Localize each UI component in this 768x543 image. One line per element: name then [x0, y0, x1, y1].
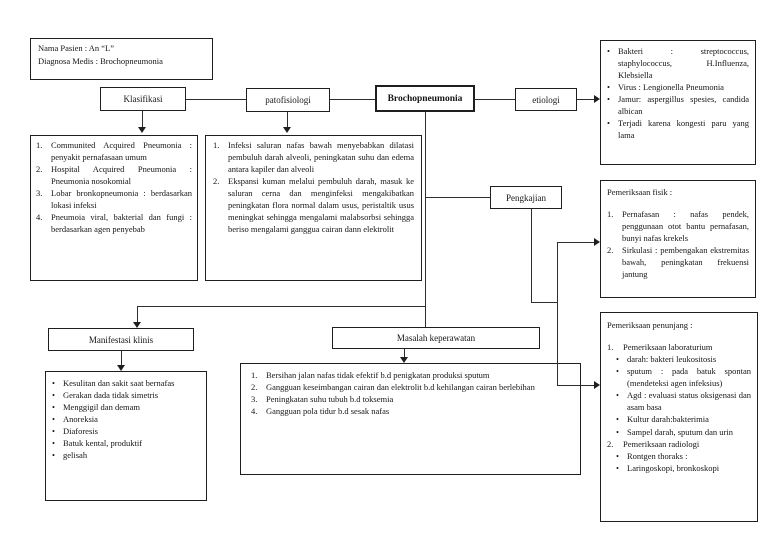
connector-manifestasi-down [137, 306, 138, 322]
connector-main-down [425, 112, 426, 327]
list-item: 1.Bersihan jalan nafas tidak efektif b.d… [251, 370, 490, 380]
arrowhead-manifestasi-detail-icon [117, 365, 125, 371]
node-patofisiologi-label: patofisiologi [265, 95, 311, 105]
klasifikasi-detail-box: 1.Communited Acquired Pneumonia : penyak… [30, 135, 198, 281]
list-item: •Diaforesis [52, 426, 98, 437]
list-item: •sputum : pada batuk spontan (mendeteksi… [616, 366, 751, 389]
list-item: •Kultur darah:bakterimia [616, 414, 709, 425]
node-pengkajian: Pengkajian [490, 186, 562, 209]
arrowhead-fisik-icon [594, 238, 600, 246]
penunjang-section-2-list: •Rontgen thoraks :•Laringoskopi, bronkos… [616, 450, 751, 474]
list-item: 3.Peningkatan suhu tubuh b.d toksemia [251, 394, 394, 405]
arrowhead-manifestasi-icon [133, 322, 141, 328]
connector-klasifikasi-patofisiologi [186, 99, 246, 100]
penunjang-section-2: 2. Pemeriksaan radiologi [607, 438, 751, 450]
list-item: •Virus : Lengionella Pneumonia [607, 82, 724, 93]
list-item: •Bakteri : streptococcus, staphylococcus… [607, 46, 749, 81]
node-masalah-label: Masalah keperawatan [396, 333, 476, 343]
connector-klasifikasi-down [142, 111, 143, 127]
penunjang-section-1-list: •darah: bakteri leukositosis•sputum : pa… [616, 353, 751, 437]
list-item: •Batuk kental, produktif [52, 438, 143, 449]
penunjang-section-1-label: Pemeriksaan laboraturium [623, 342, 713, 353]
list-item: •Jamur: aspergillus spesies, candida alb… [607, 94, 749, 117]
arrowhead-klasifikasi-icon [138, 127, 146, 133]
connector-main-pengkajian [425, 197, 490, 198]
patient-diagnosis: Diagnosa Medis : Brochopneumonia [38, 55, 163, 66]
connector-right-vertical [557, 242, 558, 385]
list-item: •Agd : evaluasi status oksigenasi dan as… [616, 390, 751, 413]
list-item: 1.Communited Acquired Pneumonia : penyak… [36, 140, 192, 163]
node-etiologi: etiologi [515, 88, 577, 111]
arrowhead-penunjang-icon [594, 381, 600, 389]
node-manifestasi: Manifestasi klinis [48, 328, 194, 351]
node-klasifikasi-label: Klasifikasi [123, 94, 163, 104]
penunjang-section-2-label: Pemeriksaan radiologi [623, 438, 700, 449]
list-item: •Laringoskopi, bronkoskopi [616, 462, 720, 473]
list-item: 1.Infeksi saluran nafas bawah menyebabka… [213, 140, 414, 175]
masalah-list: 1.Bersihan jalan nafas tidak efektif b.d… [251, 369, 570, 417]
patient-info-box: Nama Pasien : An “L” Diagnosa Medis : Br… [30, 38, 213, 80]
list-item: •Terjadi karena kongesti paru yang lama [607, 118, 749, 141]
list-item: 4.Gangguan pola tidur b.d sesak nafas [251, 406, 390, 417]
pemeriksaan-penunjang-box: Pemeriksaan penunjang : 1. Pemeriksaan la… [600, 312, 758, 522]
list-item: 2.Ekspansi kuman melalui pembuluh darah,… [213, 176, 414, 235]
list-item: •Gerakan dada tidak simetris [52, 390, 159, 401]
connector-manifestasi-detail [121, 351, 122, 365]
pemeriksaan-fisik-box: Pemeriksaan fisik : 1.Pernafasan : nafas… [600, 180, 756, 298]
connector-to-penunjang [557, 385, 595, 386]
patofisiologi-list: 1.Infeksi saluran nafas bawah menyebabka… [213, 139, 414, 236]
arrowhead-patofisiologi-icon [283, 127, 291, 133]
list-item: •darah: bakteri leukositosis [616, 354, 717, 365]
list-item: 3.Lobar bronkopneumonia : berdasarkan lo… [36, 188, 192, 211]
list-item: 2.Sirkulasi : pembengakan ekstremitas ba… [607, 245, 749, 280]
penunjang-section-1-num: 1. [607, 342, 614, 353]
node-etiologi-label: etiologi [532, 94, 560, 105]
connector-pengkajian-right [531, 302, 557, 303]
node-masalah: Masalah keperawatan [332, 327, 540, 349]
list-item: •gelisah [52, 450, 88, 461]
node-klasifikasi: Klasifikasi [100, 87, 186, 111]
etiologi-detail-box: •Bakteri : streptococcus, staphylococcus… [600, 40, 756, 165]
patient-name: Nama Pasien : An “L” [38, 43, 115, 53]
manifestasi-list: •Kesulitan dan sakit saat bernafas •Gerak… [52, 377, 200, 461]
connector-patofisiologi-down [287, 112, 288, 127]
pemeriksaan-fisik-list: 1.Pernafasan : nafas pendek, penggunaan … [607, 208, 749, 280]
node-brochopneumonia-label: Brochopneumonia [387, 93, 463, 104]
masalah-detail-box: 1.Bersihan jalan nafas tidak efektif b.d… [240, 363, 581, 475]
list-item: 2.Hospital Acquired Pneumonia : Pneumoni… [36, 164, 192, 187]
node-brochopneumonia: Brochopneumonia [375, 85, 475, 112]
arrowhead-etiologi-icon [594, 95, 600, 103]
list-item: •Kesulitan dan sakit saat bernafas [52, 378, 175, 388]
penunjang-section-2-num: 2. [607, 438, 614, 449]
connector-main-etiologi [475, 99, 515, 100]
patofisiologi-detail-box: 1.Infeksi saluran nafas bawah menyebabka… [205, 135, 422, 281]
list-item: 2.Gangguan keseimbangan cairan dan elekt… [251, 382, 535, 393]
connector-branch-horizontal [137, 306, 426, 307]
connector-etiologi-detail [577, 99, 595, 100]
node-patofisiologi: patofisiologi [246, 88, 330, 112]
list-item: •Sampel darah, sputum dan urin [616, 426, 733, 437]
etiologi-list: •Bakteri : streptococcus, staphylococcus… [607, 45, 749, 142]
connector-pengkajian-down [531, 209, 532, 302]
list-item: •Anoreksia [52, 414, 98, 425]
list-item: 1.Pernafasan : nafas pendek, penggunaan … [607, 209, 749, 244]
list-item: 4.Pneumoia viral, bakterial dan fungi : … [36, 212, 192, 235]
connector-patofisiologi-main [330, 99, 375, 100]
list-item: •Rontgen thoraks : [616, 450, 688, 461]
manifestasi-detail-box: •Kesulitan dan sakit saat bernafas •Gerak… [45, 371, 207, 501]
node-manifestasi-label: Manifestasi klinis [88, 334, 154, 345]
klasifikasi-list: 1.Communited Acquired Pneumonia : penyak… [36, 139, 192, 236]
arrowhead-masalah-detail-icon [400, 357, 408, 363]
node-pengkajian-label: Pengkajian [506, 192, 546, 203]
pemeriksaan-fisik-title: Pemeriksaan fisik : [607, 187, 673, 197]
pemeriksaan-penunjang-title: Pemeriksaan penunjang : [607, 320, 693, 330]
list-item: •Menggigil dan demam [52, 402, 140, 413]
penunjang-section-1: 1. Pemeriksaan laboraturium [607, 341, 751, 353]
connector-to-fisik [557, 242, 595, 243]
connector-masalah-detail [404, 349, 405, 358]
